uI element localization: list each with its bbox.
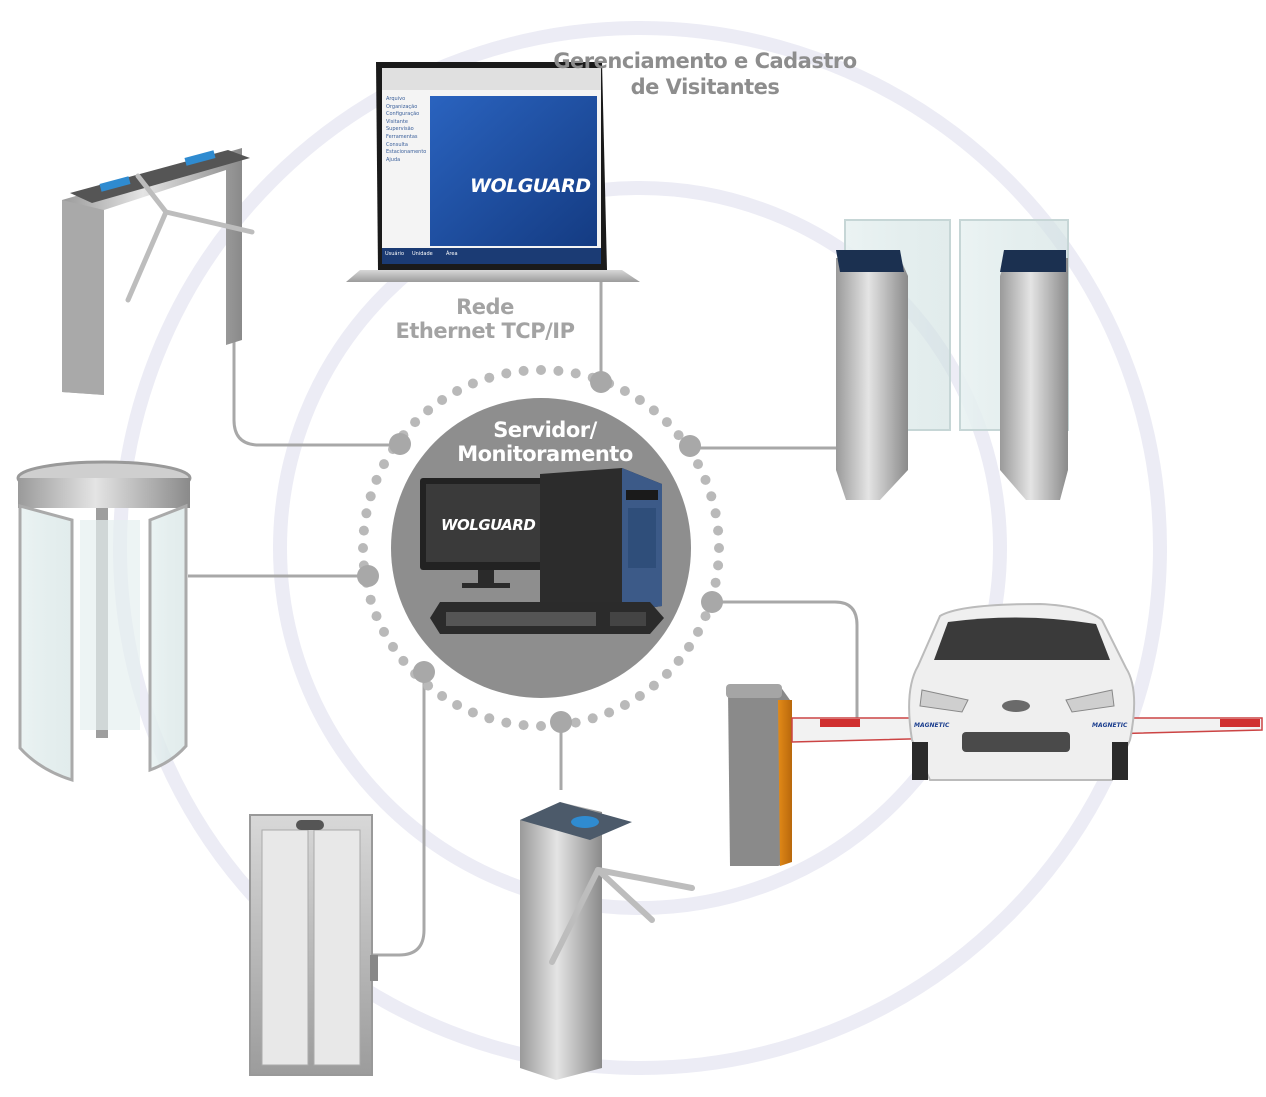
- network-label-line1: Rede: [456, 295, 514, 319]
- management-label-line1: Gerenciamento e Cadastro: [553, 49, 857, 73]
- ring-dot: [604, 707, 615, 718]
- barrier-arm-label: MAGNETIC: [1092, 722, 1128, 729]
- car-icon: [908, 602, 1136, 781]
- ring-dot: [714, 543, 724, 553]
- ring-dot: [713, 525, 724, 536]
- ring-dot: [634, 691, 645, 701]
- ring-dot: [693, 459, 703, 470]
- ring-dot: [379, 626, 389, 637]
- menu-item[interactable]: Ferramentas: [386, 133, 418, 140]
- ring-dot: [536, 721, 546, 731]
- ring-dot: [361, 508, 372, 519]
- ring-dot: [706, 491, 717, 502]
- menu-item[interactable]: Organização: [386, 103, 418, 110]
- ring-dot: [648, 405, 659, 416]
- ring-dot: [452, 386, 463, 396]
- ring-dot: [619, 700, 630, 710]
- management-label-line2: de Visitantes: [630, 75, 780, 99]
- revolving-turnstile-icon: [16, 460, 192, 783]
- laptop-icon: [346, 62, 640, 282]
- menu-item[interactable]: Supervisão: [386, 126, 414, 133]
- ring-dot: [467, 707, 478, 718]
- ring-dot: [570, 717, 581, 728]
- network-label: Rede Ethernet TCP/IP: [380, 295, 590, 343]
- speed-gate-icon: [836, 219, 1069, 500]
- ring-dot: [673, 430, 684, 441]
- network-label-line2: Ethernet TCP/IP: [395, 319, 575, 343]
- ring-dot: [410, 417, 421, 428]
- swing-door-icon: [249, 814, 378, 1076]
- ring-dot: [619, 386, 630, 396]
- barrier-arm-label: MAGNETIC: [914, 722, 950, 729]
- ring-dot: [437, 691, 448, 701]
- ring-dot: [700, 474, 711, 485]
- ring-dot: [710, 508, 721, 519]
- server-tower-icon: [540, 468, 662, 612]
- ring-dot: [661, 668, 672, 679]
- ring-dot: [693, 626, 703, 637]
- network-switch-icon: [430, 602, 664, 634]
- ring-dot: [398, 655, 409, 666]
- ring-dot: [673, 655, 684, 666]
- menu-item[interactable]: Ajuda: [386, 156, 401, 163]
- laptop-brand-logo: WOLGUARD: [470, 175, 591, 197]
- ring-dot: [358, 543, 368, 553]
- ring-dot: [365, 594, 376, 605]
- ring-dot: [484, 713, 495, 724]
- ring-dot: [437, 395, 448, 405]
- ring-dot: [467, 378, 478, 389]
- ring-dot: [713, 560, 724, 571]
- ring-dot: [553, 365, 564, 376]
- ring-dot: [484, 372, 495, 383]
- ring-dot: [710, 577, 721, 588]
- menu-item[interactable]: Estacionamento: [386, 149, 427, 156]
- ring-dot: [501, 717, 512, 728]
- ring-dot: [371, 474, 382, 485]
- menu-item[interactable]: Configuração: [386, 111, 420, 118]
- server-label-line2: Monitoramento: [457, 442, 633, 466]
- tripod-turnstile-icon: [62, 148, 255, 395]
- ring-dot: [423, 405, 434, 416]
- ring-dot: [700, 611, 711, 622]
- ring-dot: [518, 720, 529, 731]
- connector-nodes: [357, 371, 723, 733]
- ring-dot: [388, 641, 398, 652]
- ring-dot: [634, 395, 645, 405]
- menu-item[interactable]: Visitante: [386, 118, 408, 125]
- ring-dot: [661, 417, 672, 428]
- pedestal-turnstile-icon: [520, 802, 695, 1080]
- server-label: Servidor/ Monitoramento: [440, 418, 650, 466]
- status-user: Usuário: [385, 251, 405, 257]
- server-brand-logo: WOLGUARD: [441, 516, 536, 534]
- menu-item[interactable]: Arquivo: [386, 96, 406, 102]
- menu-item[interactable]: Consulta: [386, 141, 408, 148]
- status-area: Área: [446, 251, 458, 257]
- ring-dot: [587, 713, 598, 724]
- ring-dot: [501, 368, 512, 379]
- ring-dot: [423, 680, 434, 691]
- ring-dot: [518, 365, 529, 376]
- ring-dot: [371, 611, 382, 622]
- server-label-line1: Servidor/: [493, 418, 597, 442]
- management-label: Gerenciamento e Cadastro de Visitantes: [540, 48, 870, 100]
- ring-dot: [570, 368, 581, 379]
- ring-dot: [648, 680, 659, 691]
- server-monitor-icon: [420, 478, 550, 588]
- status-unit: Unidade: [412, 251, 433, 257]
- ring-dot: [358, 525, 369, 536]
- ring-dot: [452, 700, 463, 710]
- software-menu: Arquivo Organização Configuração Visitan…: [386, 96, 426, 164]
- ring-dot: [365, 491, 376, 502]
- ring-dot: [684, 641, 694, 652]
- ring-dot: [536, 365, 546, 375]
- ring-dot: [379, 459, 389, 470]
- connector-lines: [188, 282, 859, 957]
